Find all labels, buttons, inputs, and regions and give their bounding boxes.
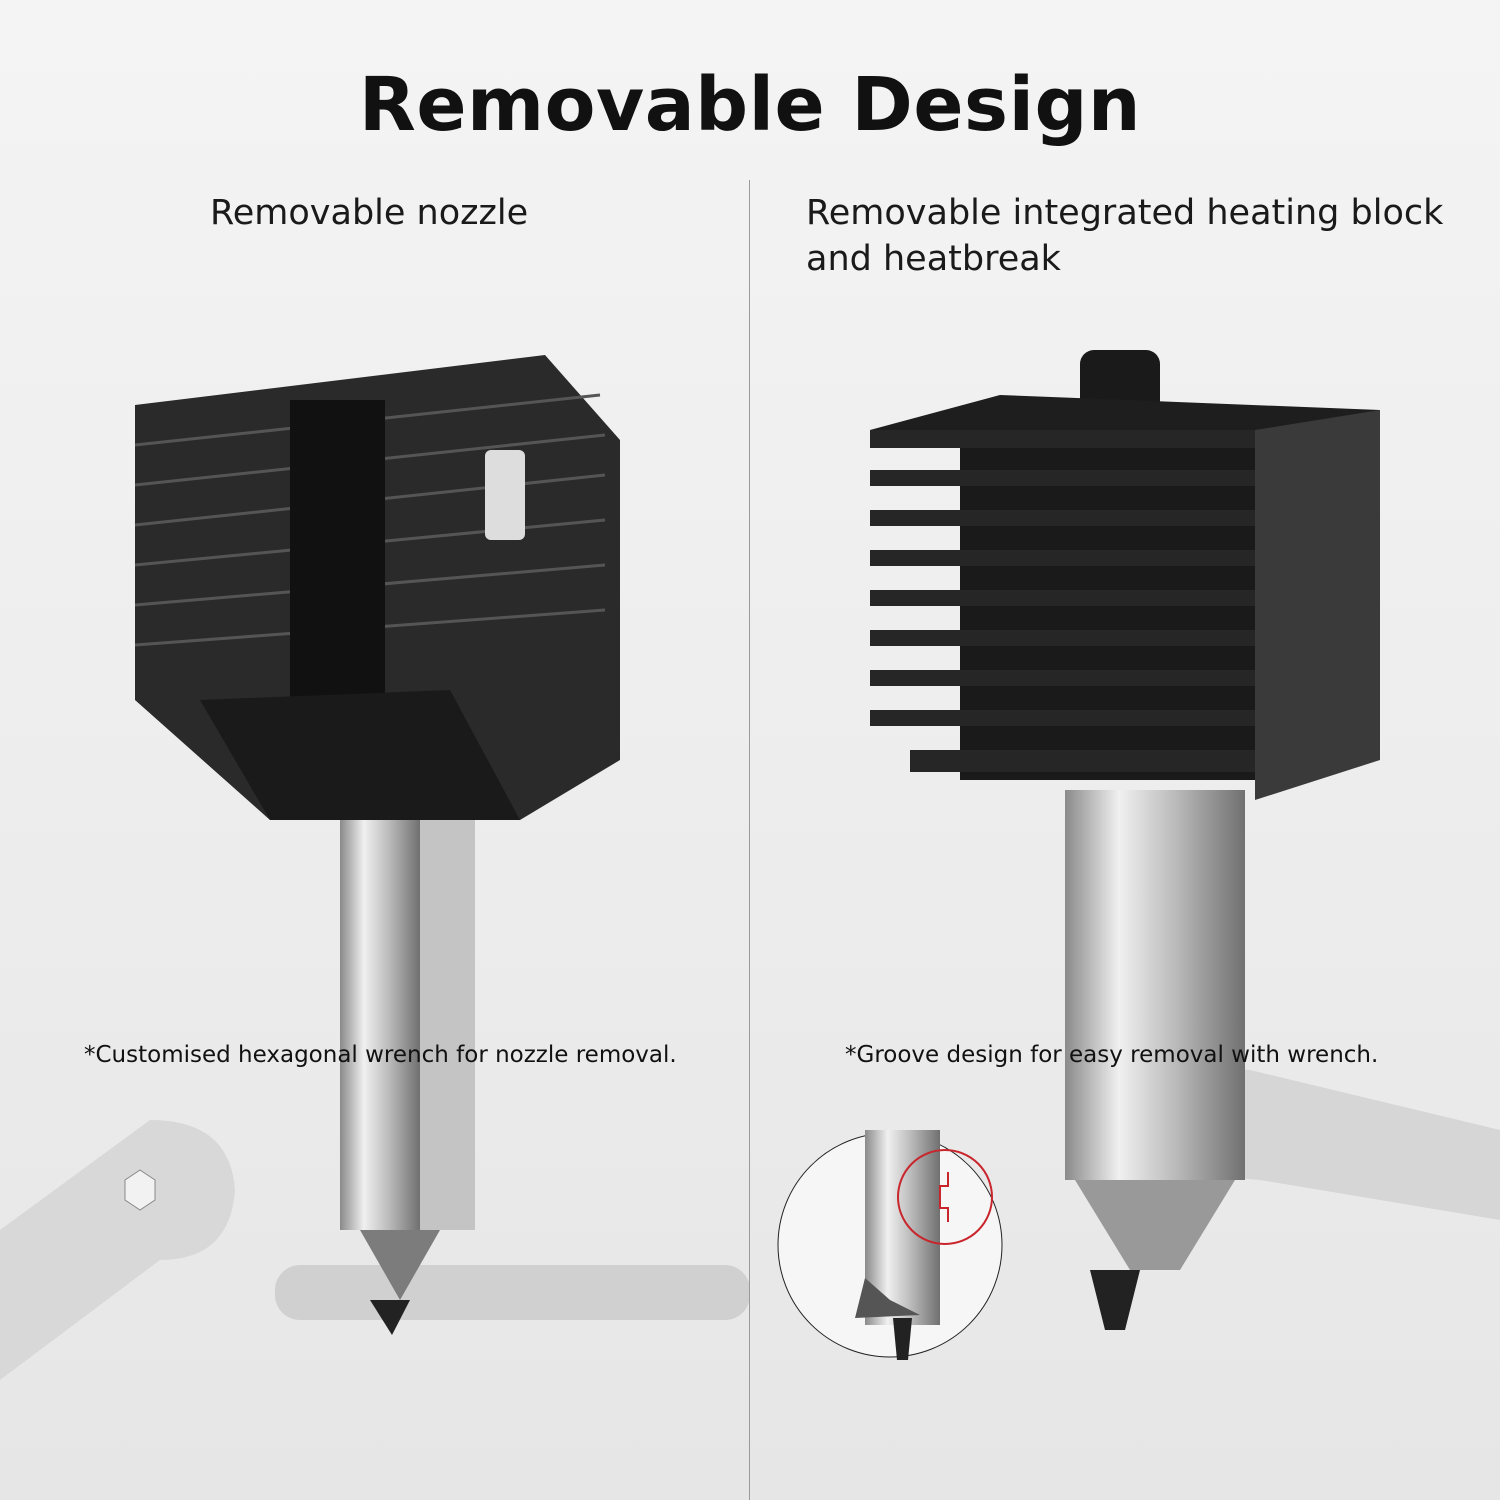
page-title: Removable Design [358,62,1142,148]
right-panel-caption: *Groove design for easy removal with wre… [845,1042,1379,1068]
groove-highlight-circle [897,1149,993,1245]
panel-divider [749,180,750,1500]
heatsink-left [134,355,620,820]
right-panel-heading: Removable integrated heating block and h… [806,193,1444,279]
nozzle-left [340,760,475,1335]
heatsink-right [870,350,1380,800]
left-panel-heading: Removable nozzle [210,193,529,233]
groove-detail-inset [777,1130,1003,1360]
heatbreak-right [1065,790,1245,1330]
left-panel-caption: *Customised hexagonal wrench for nozzle … [84,1042,677,1068]
